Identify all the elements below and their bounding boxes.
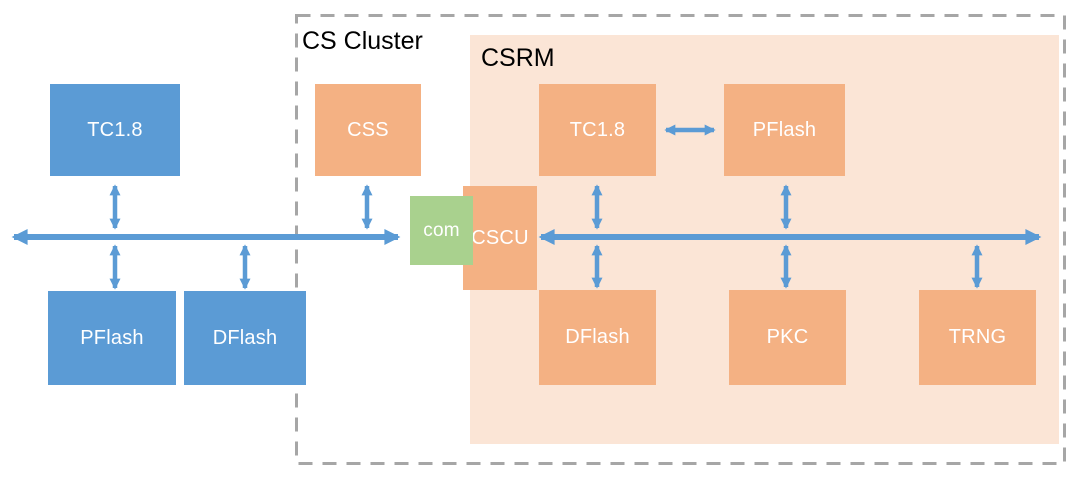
node-tc18-csrm: TC1.8 [539,84,656,176]
cs-cluster-label: CS Cluster [302,27,423,55]
node-pflash-csrm: PFlash [724,84,845,176]
node-tc18-left: TC1.8 [50,84,180,176]
node-pflash-left: PFlash [48,291,176,385]
node-dflash-csrm: DFlash [539,290,656,385]
node-trng: TRNG [919,290,1036,385]
csrm-label: CSRM [481,44,555,72]
node-pkc: PKC [729,290,846,385]
node-css: CSS [315,84,421,176]
node-cscu: CSCU [463,186,537,290]
node-dflash-left: DFlash [184,291,306,385]
node-com: com [410,196,473,265]
